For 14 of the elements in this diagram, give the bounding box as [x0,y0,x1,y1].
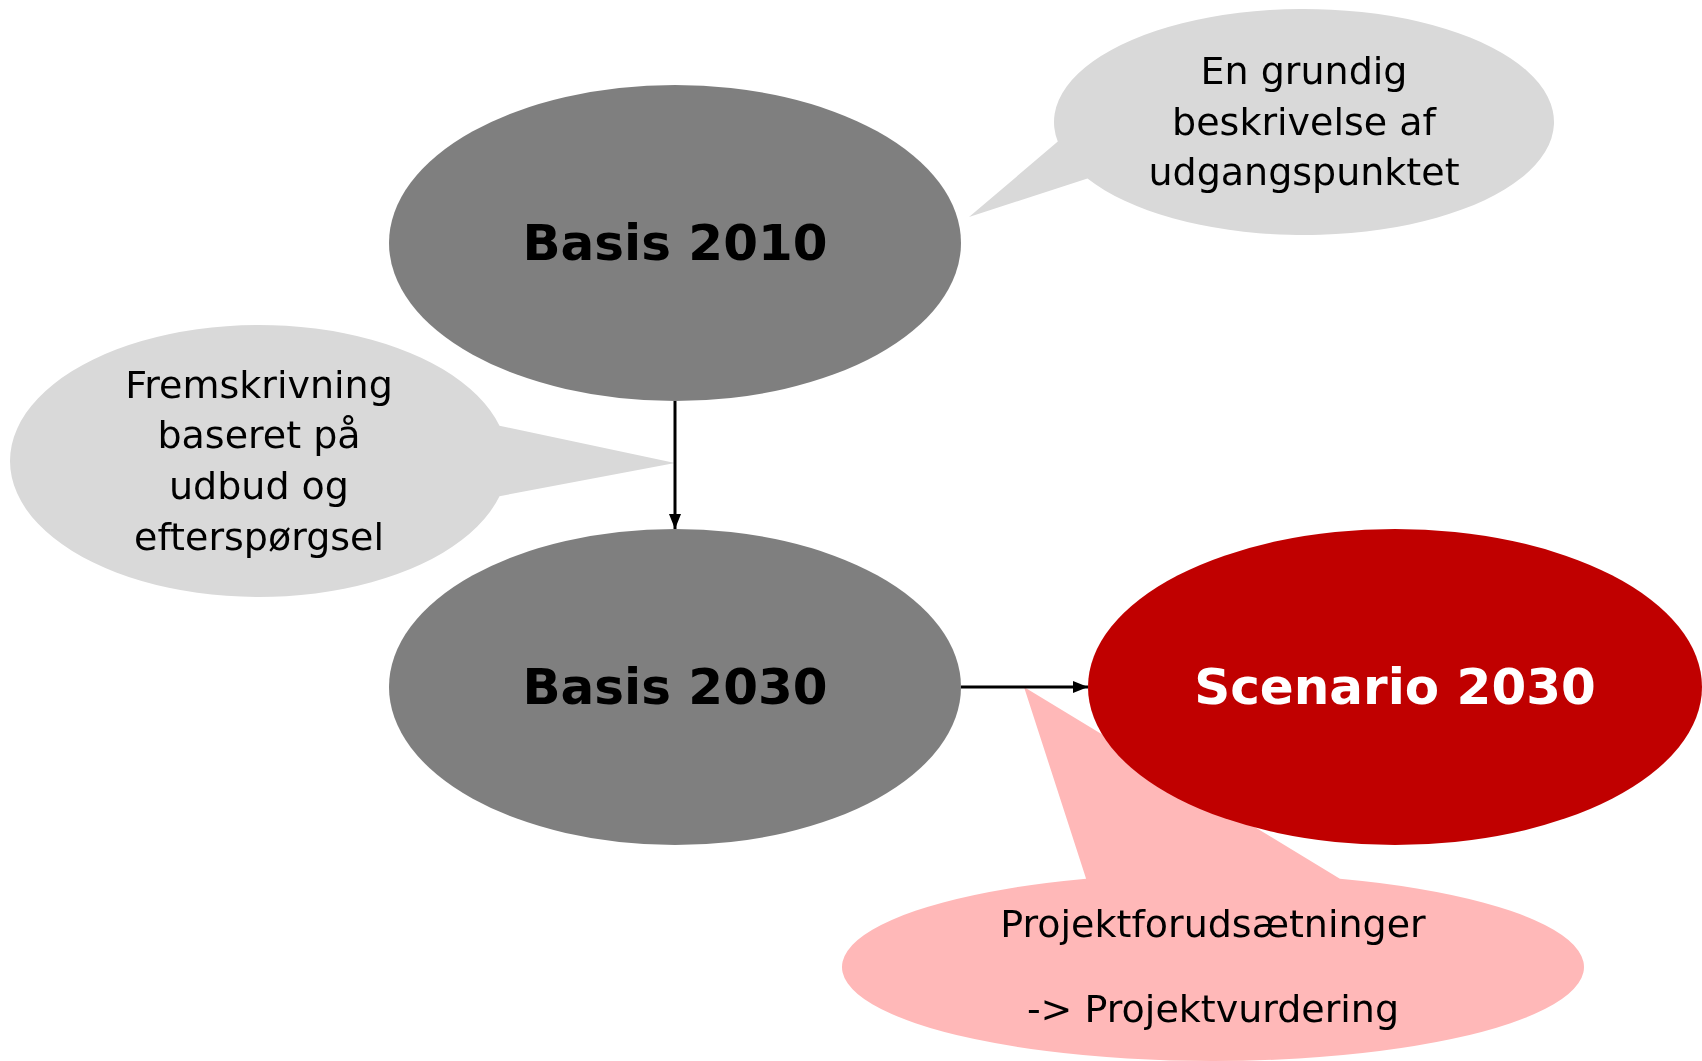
callout-text: Projektforudsætninger [1000,901,1426,949]
process-ellipse [389,529,961,845]
speech-bubble [969,9,1554,235]
node-label: Basis 2010 [522,212,828,274]
callout-text: Fremskrivning baseret på udbud og efterspørgsel [124,361,394,561]
process-ellipse [389,85,961,401]
callout-text: En grundig beskrivelse af udgangspunktet [1147,48,1461,197]
speech-bubble [10,325,675,597]
arrow [669,401,681,529]
arrow [961,681,1088,693]
callout-text: -> Projektvurdering [1026,986,1400,1033]
node-label: Basis 2030 [522,656,828,718]
process-ellipse [1088,529,1702,845]
node-label: Scenario 2030 [1194,656,1596,718]
